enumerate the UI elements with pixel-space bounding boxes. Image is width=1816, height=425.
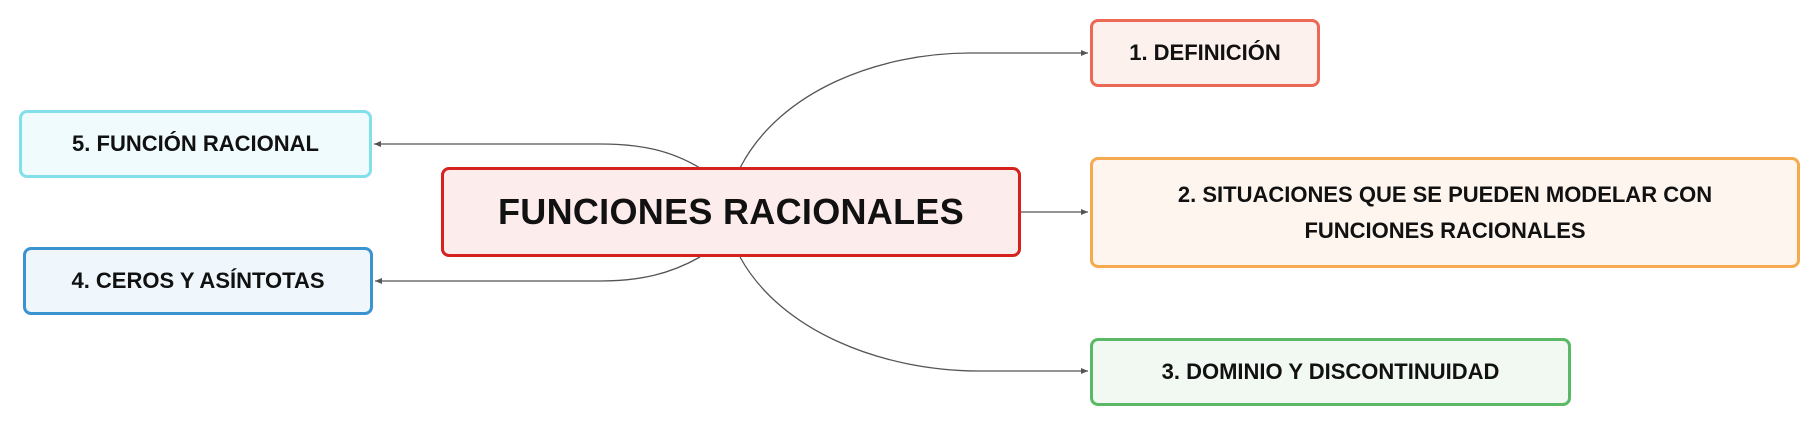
- connector-dominio: [739, 256, 1088, 374]
- connector-funcion-racional: [374, 141, 701, 169]
- branch-dominio-label: 3. DOMINIO Y DISCONTINUIDAD: [1161, 359, 1500, 384]
- connector-definicion: [739, 50, 1088, 169]
- branch-dominio-discontinuidad[interactable]: 3. DOMINIO Y DISCONTINUIDAD: [1090, 338, 1571, 406]
- central-topic[interactable]: FUNCIONES RACIONALES: [441, 167, 1021, 257]
- branch-definicion[interactable]: 1. DEFINICIÓN: [1090, 19, 1320, 87]
- central-topic-label: FUNCIONES RACIONALES: [497, 191, 965, 232]
- branch-ceros-label: 4. CEROS Y ASÍNTOTAS: [71, 268, 325, 293]
- branch-definicion-label: 1. DEFINICIÓN: [1129, 40, 1281, 65]
- branch-funcion-racional[interactable]: 5. FUNCIÓN RACIONAL: [19, 110, 372, 178]
- connector-ceros-asintotas: [375, 256, 701, 284]
- branch-situaciones-label: 2. SITUACIONES QUE SE PUEDEN MODELAR CON…: [1177, 181, 1713, 243]
- branch-ceros-asintotas[interactable]: 4. CEROS Y ASÍNTOTAS: [23, 247, 373, 315]
- branch-situaciones[interactable]: 2. SITUACIONES QUE SE PUEDEN MODELAR CON…: [1090, 157, 1800, 268]
- branch-funcion-label: 5. FUNCIÓN RACIONAL: [72, 131, 319, 156]
